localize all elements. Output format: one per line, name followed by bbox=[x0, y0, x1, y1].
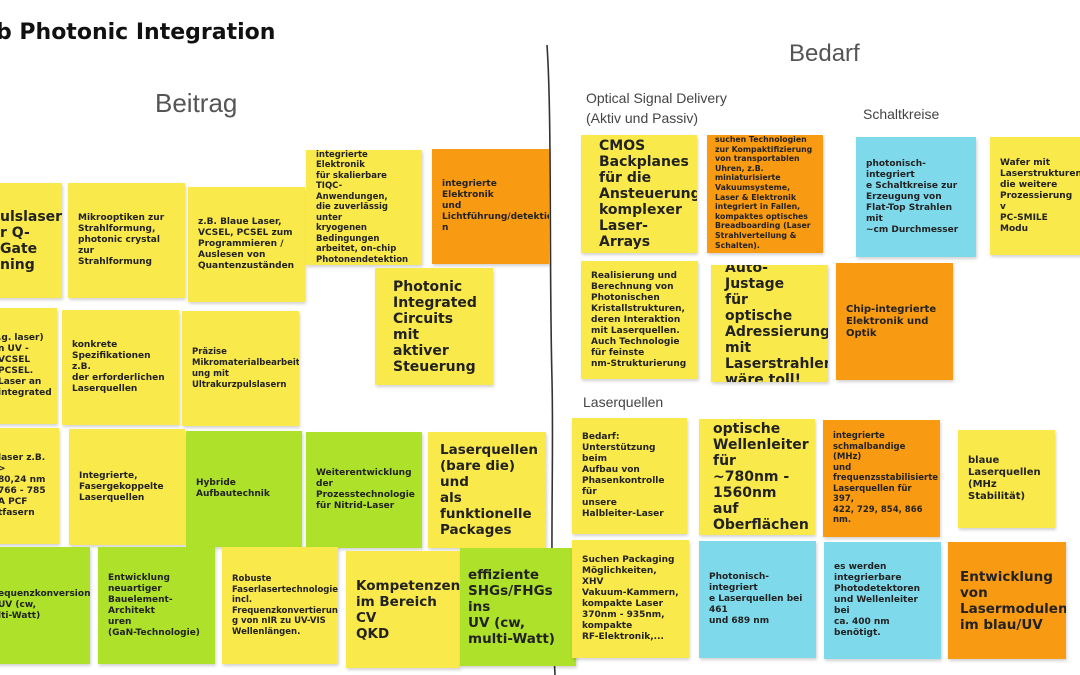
sticky-note[interactable]: integrierte schmalbandige (MHz) und freq… bbox=[823, 420, 940, 537]
sticky-note[interactable]: Auto-Justage für optische Adressierung m… bbox=[711, 265, 828, 382]
sticky-note[interactable]: ulslaser r Q-Gate ning bbox=[0, 183, 62, 298]
sticky-note[interactable]: photonisch-integriert e Schaltkreise zur… bbox=[856, 137, 976, 257]
sticky-note[interactable]: Hybride Aufbautechnik bbox=[186, 431, 302, 547]
sticky-note[interactable]: Integrierte, Fasergekoppelte Laserquelle… bbox=[69, 429, 185, 545]
sticky-note[interactable]: integrierte Elektronik und Lichtführung/… bbox=[432, 149, 549, 264]
sticky-note[interactable]: es werden integrierbare Photodetektoren … bbox=[824, 542, 941, 659]
heading-beitrag: Beitrag bbox=[155, 88, 238, 118]
sticky-note[interactable]: Photonic Integrated Circuits mit aktiver… bbox=[375, 268, 493, 385]
sticky-note[interactable]: Präzise Mikromaterialbearbeit ung mit Ul… bbox=[182, 311, 299, 426]
heading-schaltkreise: Schaltkreise bbox=[863, 106, 940, 122]
sticky-note[interactable]: Weiterentwicklung der Prozesstechnologie… bbox=[306, 432, 422, 548]
sticky-note[interactable]: laser z.B. > 80,24 nm 766 - 785 A PCF tf… bbox=[0, 428, 59, 544]
sticky-note[interactable]: Entwicklung neuartiger Bauelement-Archit… bbox=[98, 547, 215, 664]
sticky-note[interactable]: suchen Technologien zur Kompaktifizierun… bbox=[707, 135, 823, 253]
sticky-note[interactable]: Mikrooptiken zur Strahlformung, photonic… bbox=[68, 183, 185, 298]
heading-optical-signal-delivery: Optical Signal Delivery (Aktiv und Passi… bbox=[586, 90, 727, 126]
sticky-note[interactable]: z.B. Blaue Laser, VCSEL, PCSEL zum Progr… bbox=[188, 187, 305, 302]
sticky-note[interactable]: Chip-integrierte Elektronik und Optik bbox=[836, 263, 953, 380]
heading-laserquellen: Laserquellen bbox=[583, 394, 664, 410]
sticky-note[interactable]: Wafer mit Laserstrukturen die weitere Pr… bbox=[990, 137, 1080, 255]
sticky-note[interactable]: Laserquellen (bare die) und als funktion… bbox=[428, 432, 546, 548]
sticky-note[interactable]: Kompetenzen im Bereich CV QKD bbox=[346, 551, 460, 668]
sticky-note[interactable]: Photonisch-integriert e Laserquellen bei… bbox=[699, 541, 816, 658]
sticky-note[interactable]: Realisierung und Berechnung von Photonis… bbox=[581, 261, 698, 379]
sticky-note[interactable]: optische Wellenleiter für ~780nm - 1560n… bbox=[699, 419, 815, 535]
board-title: b Photonic Integration bbox=[0, 20, 276, 45]
heading-bedarf: Bedarf bbox=[789, 40, 860, 67]
sticky-note[interactable]: integrierte Elektronik für skalierbare T… bbox=[306, 150, 422, 265]
sticky-note[interactable]: blaue Laserquellen (MHz Stabilität) bbox=[958, 430, 1055, 528]
sticky-note[interactable]: effiziente SHGs/FHGs ins UV (cw, multi-W… bbox=[460, 548, 576, 666]
sticky-note[interactable]: konkrete Spezifikationen z.B. der erford… bbox=[62, 310, 179, 425]
sticky-note[interactable]: .g. laser) n UV - VCSEL PCSEL. Laser an … bbox=[0, 308, 57, 424]
sticky-note[interactable]: Entwicklung von Lasermodulen im blau/UV bbox=[948, 542, 1066, 659]
sticky-note[interactable]: Robuste Faserlasertechnologie incl. Freq… bbox=[222, 547, 338, 664]
sticky-note[interactable]: Suchen Packaging Möglichkeiten, XHV Vaku… bbox=[572, 540, 689, 658]
sticky-note[interactable]: Bedarf: Unterstützung beim Aufbau von Ph… bbox=[572, 418, 687, 534]
sticky-note[interactable]: CMOS Backplanes für die Ansteuerung komp… bbox=[581, 135, 697, 253]
sticky-note[interactable]: equenzkonversion UV (cw, lti-Watt) bbox=[0, 547, 90, 664]
